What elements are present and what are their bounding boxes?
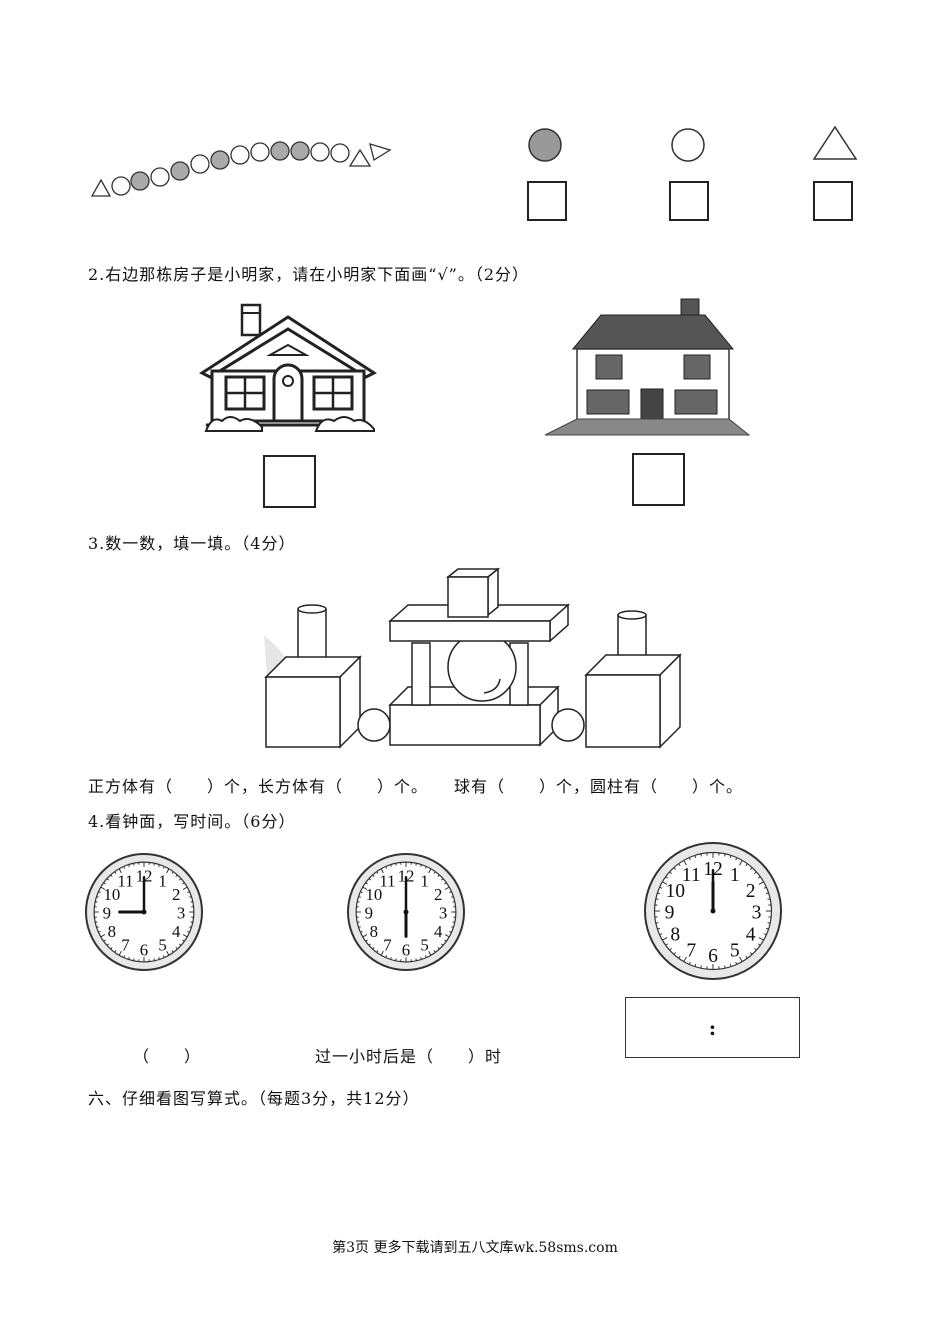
answer-box-circle-shaded[interactable] [527, 181, 567, 221]
clock-number: 2 [746, 881, 756, 902]
clock-number: 8 [108, 922, 116, 941]
clock-number: 11 [379, 871, 395, 890]
clock-number: 7 [383, 936, 391, 955]
clock-number: 10 [666, 881, 686, 902]
clock-number: 10 [103, 885, 120, 904]
clock-number: 9 [665, 903, 675, 924]
clock-number: 2 [434, 885, 442, 904]
clock-number: 1 [730, 865, 740, 886]
digital-time-box[interactable]: : [625, 997, 800, 1058]
white-circle-shape [671, 128, 705, 162]
answer-box-triangle[interactable] [813, 181, 853, 221]
clock-number: 8 [370, 922, 378, 941]
question-2-text: 2.右边那栋房子是小明家，请在小明家下面画“√”。（2分） [88, 265, 530, 284]
clock-number: 6 [140, 941, 148, 960]
section-6-text: 六、仔细看图写算式。（每题3分，共12分） [88, 1089, 420, 1108]
page-footer: 第3页 更多下载请到五八文库wk.58sms.com [332, 1240, 618, 1256]
clock-number: 6 [402, 941, 410, 960]
shaded-circle-shape [528, 128, 562, 162]
answer-box-circle-white[interactable] [669, 181, 709, 221]
clock-number: 7 [121, 936, 129, 955]
clock-number: 5 [730, 940, 740, 961]
clock-number: 1 [158, 871, 166, 890]
clock-number: 3 [177, 904, 185, 923]
clock-number: 2 [172, 885, 180, 904]
clock-number: 4 [434, 922, 443, 941]
clock-number: 5 [420, 936, 428, 955]
clock-number: 7 [686, 940, 696, 961]
answer-box-two-story-house[interactable] [632, 453, 685, 506]
clock-number: 9 [365, 904, 373, 923]
digital-time-colon: : [708, 1016, 717, 1040]
two-story-house-image [544, 298, 751, 436]
clock-number: 3 [439, 904, 447, 923]
clock-number: 5 [158, 936, 166, 955]
clock-number: 9 [103, 904, 111, 923]
answer-box-cottage[interactable] [263, 455, 316, 508]
question-3-text: 3.数一数，填一填。（4分） [88, 534, 296, 553]
clock-number: 4 [746, 924, 756, 945]
clock-number: 10 [365, 885, 382, 904]
clock-number: 11 [682, 865, 701, 886]
clock-number: 11 [117, 871, 133, 890]
triangle-shape [812, 125, 858, 160]
question-3-answer-line: 正方体有（ ）个，长方体有（ ）个。 球有（ ）个，圆柱有（ ）个。 [88, 777, 744, 796]
cottage-house-image [198, 303, 378, 432]
clock-2-answer-blank: 过一小时后是（ ）时 [315, 1047, 503, 1066]
clock-number: 6 [708, 946, 718, 967]
clock-number: 8 [670, 924, 680, 945]
question-4-text: 4.看钟面，写时间。（6分） [88, 812, 296, 831]
block-train-figure [264, 567, 682, 749]
clock-number: 1 [420, 871, 428, 890]
bead-string-figure [90, 141, 392, 197]
clock-number: 4 [172, 922, 181, 941]
clock-1-answer-blank: （ ） [133, 1047, 202, 1066]
clock-number: 3 [752, 903, 762, 924]
